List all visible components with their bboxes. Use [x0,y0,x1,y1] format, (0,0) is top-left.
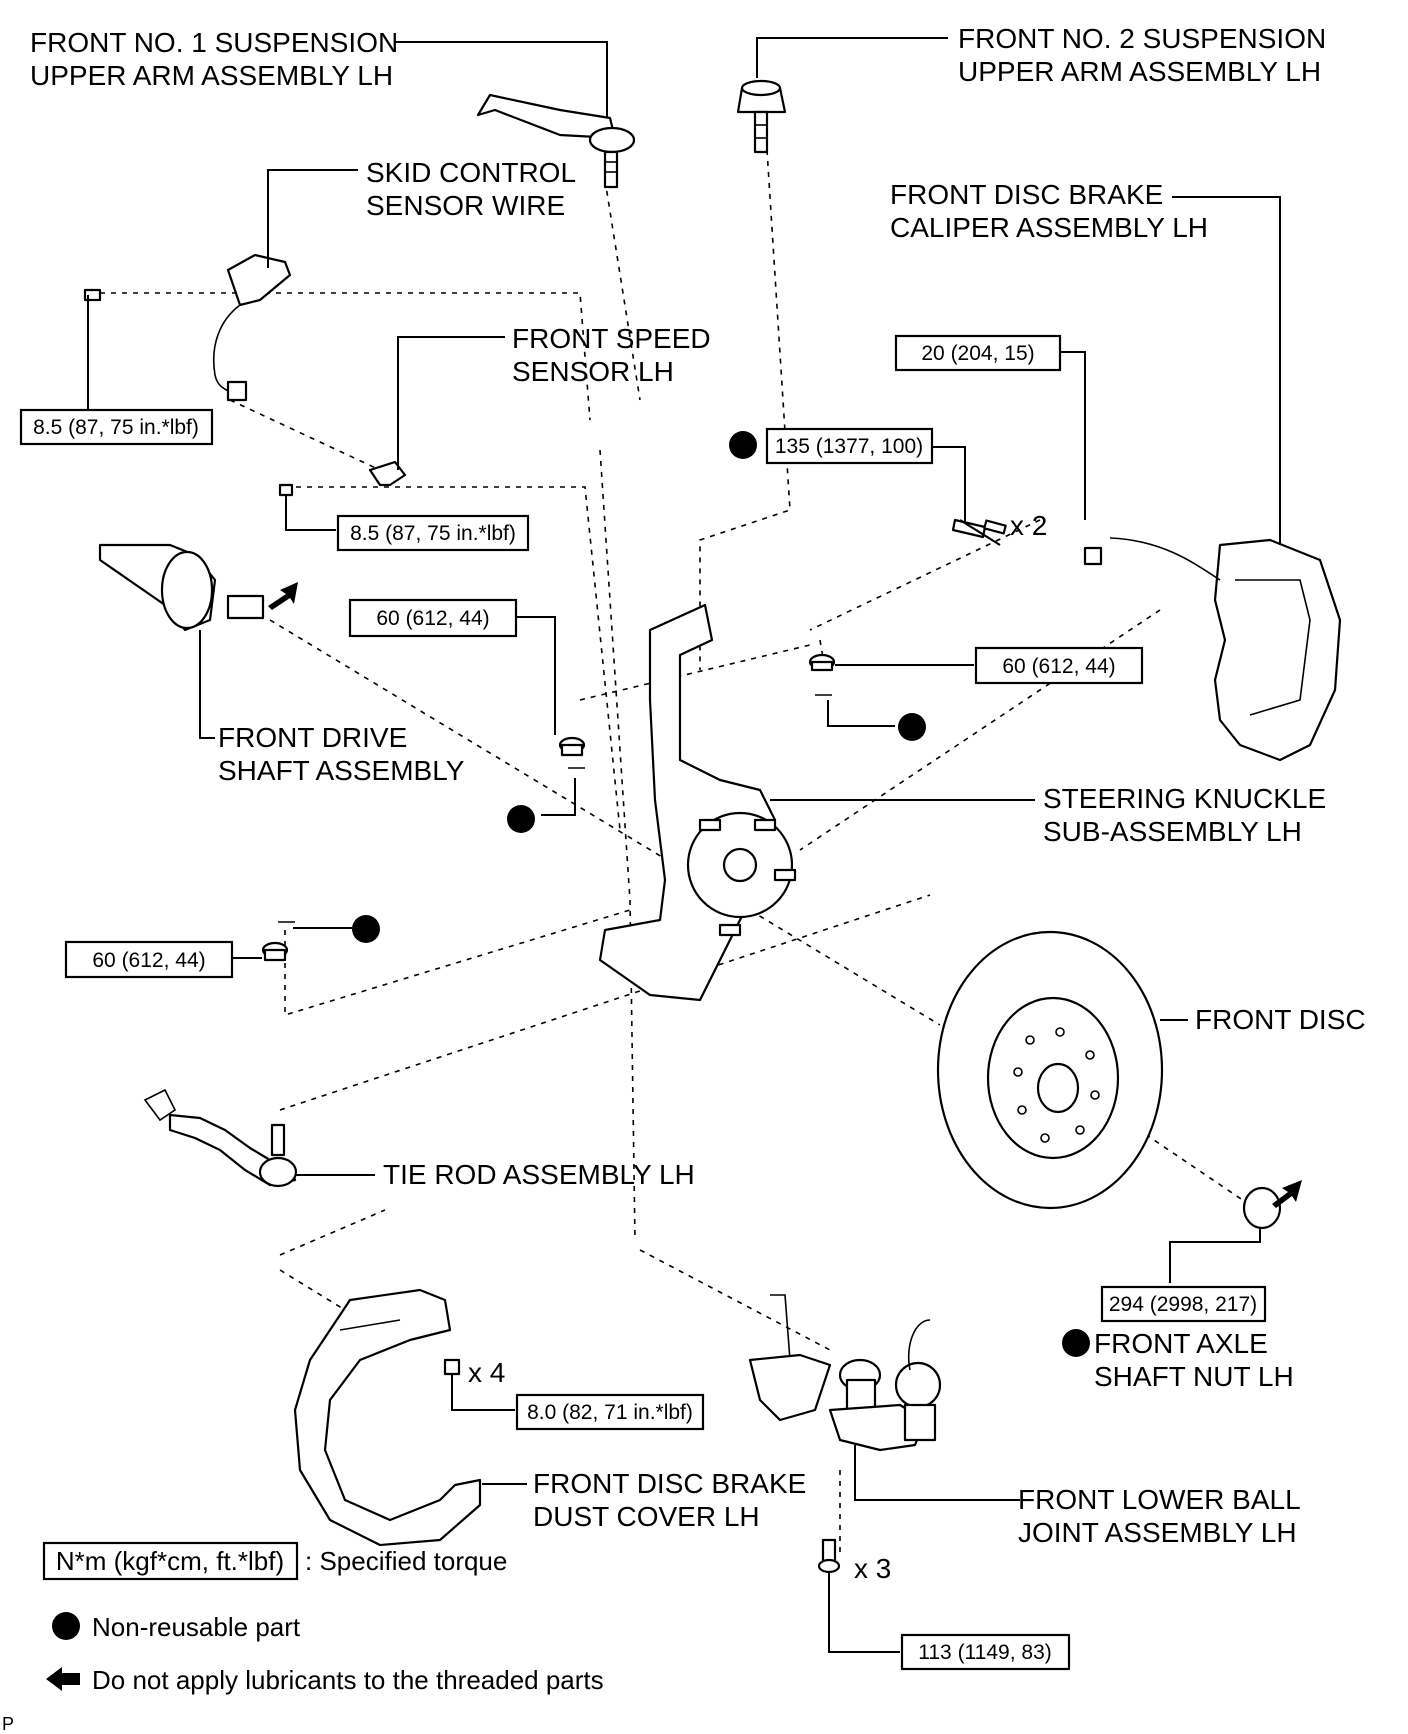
svg-text:60 (612, 44): 60 (612, 44) [376,607,489,630]
torque-box-caliper-bolt: 135 (1377, 100) [765,427,934,465]
svg-text:FRONT DISC BRAKE: FRONT DISC BRAKE [890,179,1163,210]
svg-text:Do not apply lubricants to the: Do not apply lubricants to the threaded … [92,1665,604,1695]
non-reusable-icon [507,805,535,833]
svg-text:FRONT NO. 2 SUSPENSION: FRONT NO. 2 SUSPENSION [958,23,1326,54]
qty-caliper-bolt: x 2 [1010,510,1047,541]
label-skid-control-wire: SKID CONTROL SENSOR WIRE [366,157,576,221]
non-reusable-icon [729,431,757,459]
torque-box-wire-bolt: 8.5 (87, 75 in.*lbf) [19,408,214,446]
upper-arm-1-drawing [476,93,636,189]
label-speed-sensor: FRONT SPEED SENSOR LH [512,323,711,387]
label-front-disc: FRONT DISC [1195,1004,1366,1035]
svg-text:SUB-ASSEMBLY LH: SUB-ASSEMBLY LH [1043,816,1302,847]
label-dust-cover: FRONT DISC BRAKE DUST COVER LH [533,1468,806,1532]
svg-text:SHAFT ASSEMBLY: SHAFT ASSEMBLY [218,755,465,786]
legend-torque-box [42,1541,299,1581]
torque-box-caliper-hose-bolt: 20 (204, 15) [894,334,1062,372]
left-arrow-icon [46,1667,80,1691]
label-tie-rod: TIE ROD ASSEMBLY LH [383,1159,695,1190]
torque-box-axle-nut: 294 (2998, 217) [1100,1285,1267,1323]
leader-lines [87,37,1281,1653]
non-reusable-icon [352,915,380,943]
label-lower-ball-joint: FRONT LOWER BALL JOINT ASSEMBLY LH [1018,1484,1301,1548]
front-disc-drawing [936,930,1164,1210]
non-reusable-markers [352,431,1090,1357]
label-axle-nut: FRONT AXLE SHAFT NUT LH [1094,1328,1294,1392]
svg-text:135 (1377, 100): 135 (1377, 100) [775,435,923,458]
svg-text:60 (612, 44): 60 (612, 44) [92,949,205,972]
speed-sensor-drawing [278,460,407,497]
svg-text:FRONT SPEED: FRONT SPEED [512,323,711,354]
torque-box-ball-joint-bolt: 113 (1149, 83) [900,1633,1071,1671]
drive-shaft-drawing [98,543,298,632]
svg-text:FRONT LOWER BALL: FRONT LOWER BALL [1018,1484,1301,1515]
svg-text:SHAFT NUT LH: SHAFT NUT LH [1094,1361,1294,1392]
skid-control-wire-drawing [83,253,292,402]
svg-text:FRONT DISC BRAKE: FRONT DISC BRAKE [533,1468,806,1499]
axle-nut-drawing [1242,1180,1302,1230]
steering-knuckle-drawing [598,603,797,1002]
svg-text:SENSOR WIRE: SENSOR WIRE [366,190,565,221]
svg-text:UPPER ARM ASSEMBLY LH: UPPER ARM ASSEMBLY LH [30,60,393,91]
torque-box-upper-arm-1-nut: 60 (612, 44) [348,598,518,638]
non-reusable-icon [1062,1329,1090,1357]
svg-text:FRONT NO. 1 SUSPENSION: FRONT NO. 1 SUSPENSION [30,27,398,58]
torque-box-dust-cover-bolt: 8.0 (82, 71 in.*lbf) [515,1393,705,1431]
label-steering-knuckle: STEERING KNUCKLE SUB-ASSEMBLY LH [1043,783,1326,847]
svg-text:113 (1149, 83): 113 (1149, 83) [918,1641,1052,1664]
svg-text:294 (2998, 217): 294 (2998, 217) [1109,1293,1257,1316]
non-reusable-icon [898,713,926,741]
torque-box-sensor-bolt: 8.5 (87, 75 in.*lbf) [336,514,530,552]
legend: N*m (kgf*cm, ft.*lbf) : Specified torque… [42,1541,604,1695]
caliper-drawing [951,518,1342,762]
svg-text:CALIPER ASSEMBLY LH: CALIPER ASSEMBLY LH [890,212,1208,243]
label-caliper: FRONT DISC BRAKE CALIPER ASSEMBLY LH [890,179,1208,243]
dust-cover-drawing [293,1288,482,1547]
svg-text:60 (612, 44): 60 (612, 44) [1002,655,1115,678]
svg-text:N*m (kgf*cm, ft.*lbf): N*m (kgf*cm, ft.*lbf) [56,1546,284,1576]
assembly-guide-lines [100,149,1251,1555]
torque-box-tie-rod-nut: 60 (612, 44) [64,940,234,979]
svg-text:SENSOR LH: SENSOR LH [512,356,674,387]
qty-ball-joint-bolt: x 3 [854,1553,891,1584]
corner-mark: P [2,1714,14,1734]
svg-text:: Specified torque: : Specified torque [305,1546,507,1576]
qty-dust-cover-bolt: x 4 [468,1357,505,1388]
lower-ball-joint-drawing [748,1294,942,1574]
svg-text:FRONT DRIVE: FRONT DRIVE [218,722,407,753]
svg-text:8.5 (87, 75 in.*lbf): 8.5 (87, 75 in.*lbf) [33,416,199,439]
label-drive-shaft: FRONT DRIVE SHAFT ASSEMBLY [218,722,465,786]
non-reusable-icon [52,1612,80,1640]
svg-text:DUST COVER LH: DUST COVER LH [533,1501,760,1532]
svg-text:UPPER ARM ASSEMBLY LH: UPPER ARM ASSEMBLY LH [958,56,1321,87]
svg-text:20 (204, 15): 20 (204, 15) [921,342,1034,365]
svg-text:STEERING KNUCKLE: STEERING KNUCKLE [1043,783,1326,814]
upper-arm-2-drawing [736,79,787,154]
label-upper-arm-2: FRONT NO. 2 SUSPENSION UPPER ARM ASSEMBL… [958,23,1326,87]
svg-text:JOINT ASSEMBLY LH: JOINT ASSEMBLY LH [1018,1517,1297,1548]
svg-text:8.5 (87, 75 in.*lbf): 8.5 (87, 75 in.*lbf) [350,522,516,545]
label-upper-arm-1: FRONT NO. 1 SUSPENSION UPPER ARM ASSEMBL… [30,27,398,91]
torque-box-upper-arm-2-nut: 60 (612, 44) [974,646,1144,685]
svg-text:FRONT AXLE: FRONT AXLE [1094,1328,1268,1359]
tie-rod-drawing [143,1088,298,1188]
svg-text:8.0 (82, 71 in.*lbf): 8.0 (82, 71 in.*lbf) [527,1401,693,1424]
bolts-drawing [959,519,1001,546]
svg-text:SKID CONTROL: SKID CONTROL [366,157,576,188]
svg-text:Non-reusable part: Non-reusable part [92,1612,301,1642]
knuckle-nuts-drawing [261,653,836,962]
